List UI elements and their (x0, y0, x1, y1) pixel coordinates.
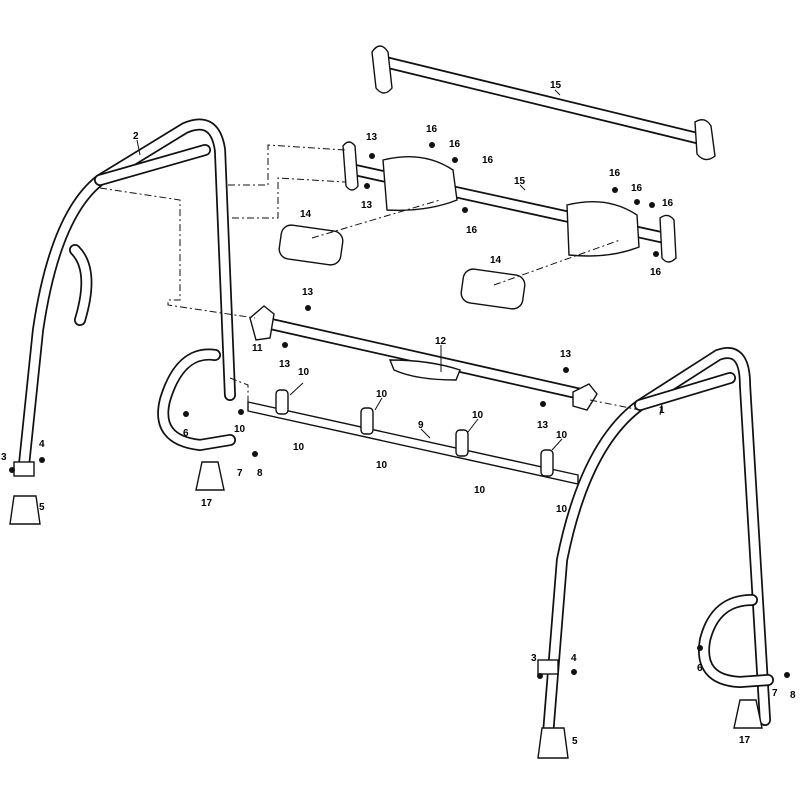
callout: 10 (376, 460, 388, 471)
callout: 3 (531, 653, 537, 664)
crossbar-15-lights (342, 141, 677, 263)
bumper-17-right (733, 699, 763, 729)
callout: 6 (183, 428, 189, 439)
callout: 15 (514, 176, 526, 187)
callout: 13 (537, 420, 549, 431)
callout: 13 (366, 132, 378, 143)
callout: 5 (572, 736, 578, 747)
callout: 6 (697, 663, 703, 674)
bar-9 (247, 389, 579, 485)
callout-labels: 15 15 2 13 13 16 16 16 14 16 16 16 16 16… (1, 80, 796, 747)
callout: 13 (560, 349, 572, 360)
callout: 7 (772, 688, 778, 699)
callout: 16 (631, 183, 643, 194)
callout: 10 (234, 424, 246, 435)
callout: 11 (252, 343, 263, 354)
callout: 8 (257, 468, 263, 479)
callout: 16 (662, 198, 674, 209)
frame-1-right (537, 347, 774, 741)
callout: 16 (466, 225, 478, 236)
callout: 1 (659, 405, 665, 416)
bumper-17-left (195, 461, 225, 491)
callout: 2 (133, 131, 139, 142)
callout: 8 (790, 690, 796, 701)
callout: 17 (201, 498, 213, 509)
callout: 14 (490, 255, 502, 266)
crossbar-12 (249, 305, 598, 411)
frame-2-left (13, 118, 236, 477)
callout: 10 (556, 504, 568, 515)
foot-5-right (537, 727, 569, 759)
callout: 5 (39, 502, 45, 513)
callout: 10 (376, 389, 388, 400)
foot-5-left (9, 495, 41, 525)
assembly-leaders (99, 144, 641, 411)
fasteners (9, 142, 790, 679)
callout: 10 (293, 442, 305, 453)
light-14-left (278, 224, 344, 266)
callout: 13 (302, 287, 314, 298)
callout: 10 (472, 410, 484, 421)
callout: 14 (300, 209, 312, 220)
callout: 10 (298, 367, 310, 378)
callout: 9 (418, 420, 424, 431)
callout: 3 (1, 452, 7, 463)
crossbar-15-top (371, 45, 716, 161)
callout: 16 (650, 267, 662, 278)
callout: 16 (609, 168, 621, 179)
callout: 4 (39, 439, 45, 450)
light-14-right (460, 268, 526, 310)
callout: 16 (482, 155, 494, 166)
callout: 16 (426, 124, 438, 135)
callout: 10 (474, 485, 486, 496)
callout-leaders (136, 89, 663, 451)
callout: 16 (449, 139, 461, 150)
callout: 10 (556, 430, 568, 441)
callout: 15 (550, 80, 562, 91)
callout: 4 (571, 653, 577, 664)
callout: 13 (361, 200, 373, 211)
callout: 7 (237, 468, 243, 479)
callout: 13 (279, 359, 291, 370)
callout: 17 (739, 735, 751, 746)
callout: 12 (435, 336, 447, 347)
